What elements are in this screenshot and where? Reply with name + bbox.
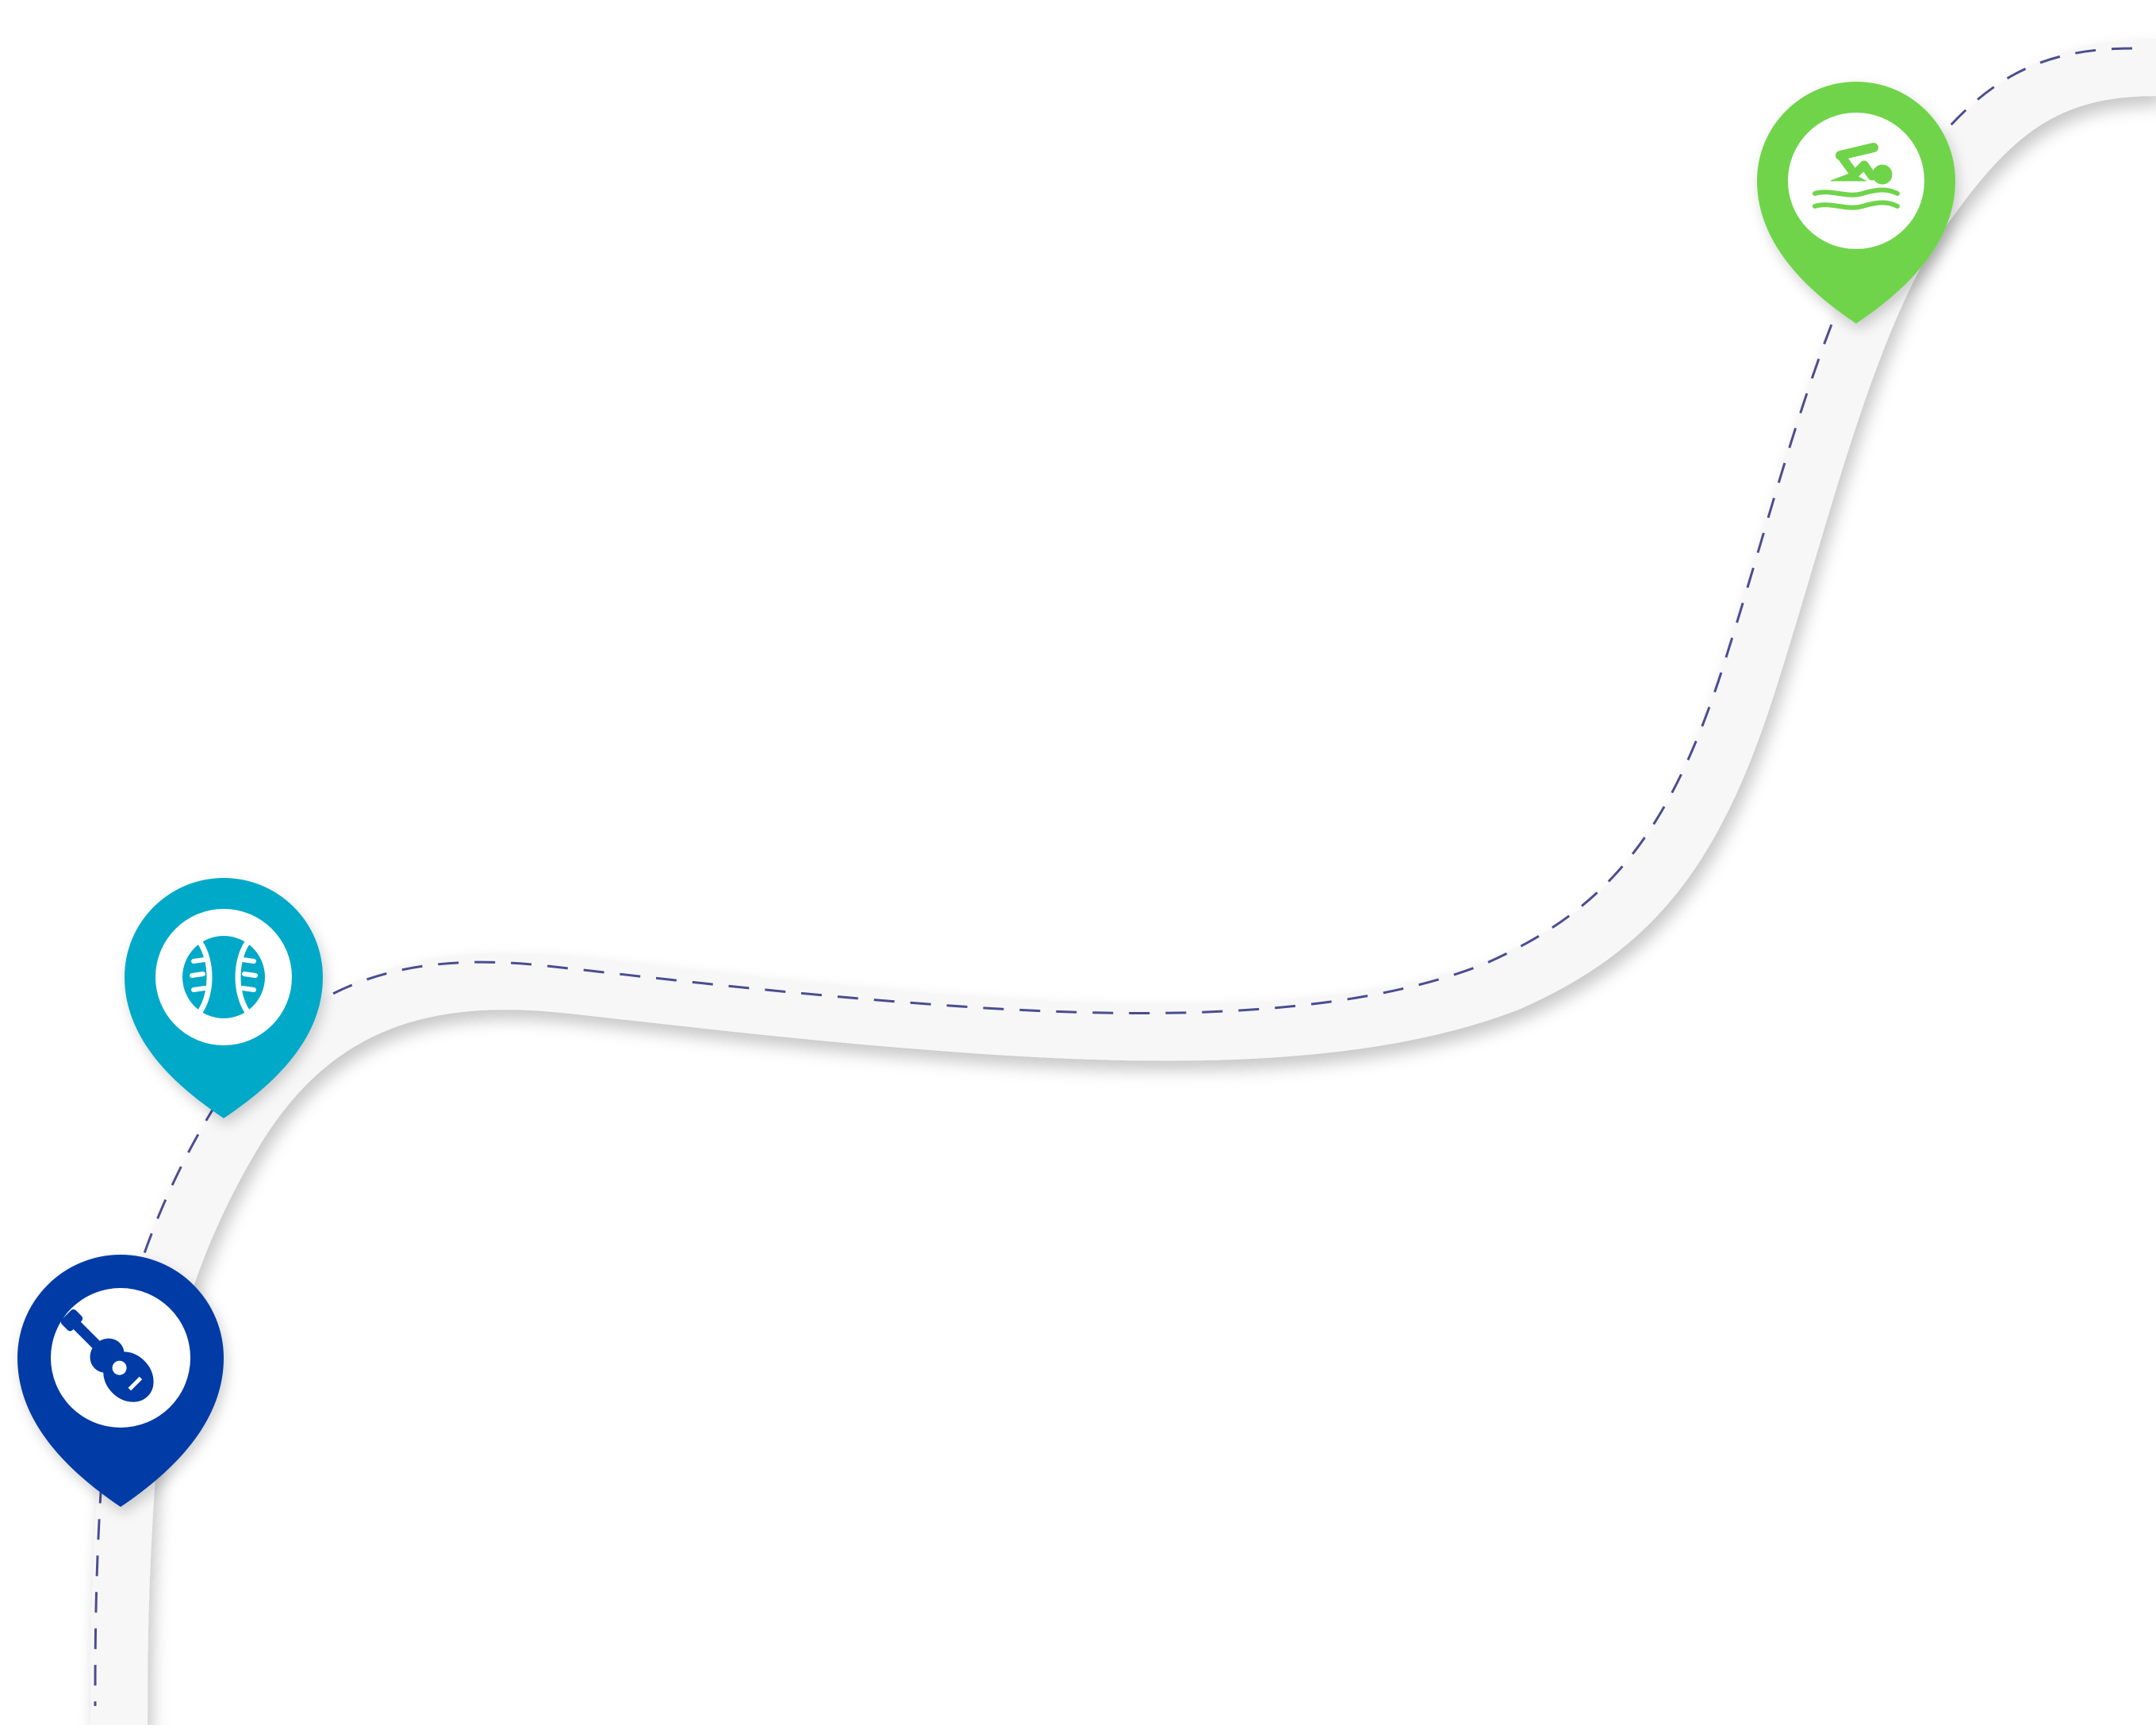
- baseball-pin: [125, 878, 323, 1118]
- swimming-icon: [1813, 143, 1900, 210]
- swimming-pin: [1757, 82, 1955, 324]
- guitar-pin: [17, 1255, 224, 1507]
- guitar-icon: [60, 1309, 154, 1402]
- baseball-icon: [182, 936, 265, 1018]
- road-centerline: [94, 47, 2133, 1707]
